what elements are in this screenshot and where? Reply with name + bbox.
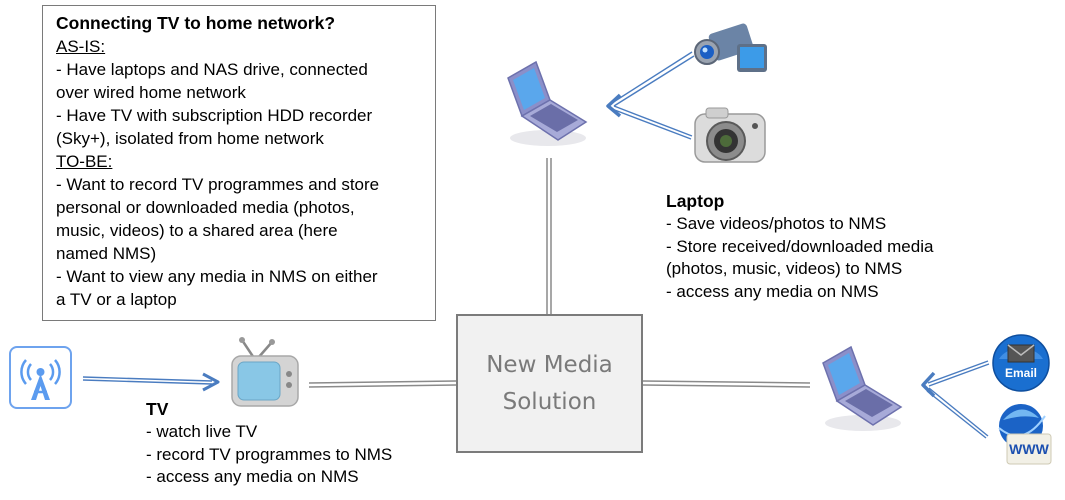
as-is-line: over wired home network	[56, 83, 246, 102]
www-globe-icon: WWW	[993, 400, 1055, 468]
camera-icon	[694, 107, 766, 163]
laptop-line: - Save videos/photos to NMS	[666, 214, 887, 233]
to-be-line: personal or downloaded media (photos,	[56, 198, 355, 217]
connector-hub-laptop-right	[642, 380, 811, 388]
www-label: WWW	[1009, 441, 1049, 457]
as-is-line: (Sky+), isolated from home network	[56, 129, 324, 148]
tv-icon	[231, 337, 299, 407]
arrow-email-to-laptop	[927, 360, 990, 387]
info-box-title: Connecting TV to home network?	[56, 13, 336, 33]
as-is-line: - Have TV with subscription HDD recorder	[56, 106, 373, 125]
to-be-line: a TV or a laptop	[56, 290, 177, 309]
laptop-title: Laptop	[666, 191, 725, 211]
tv-line: - watch live TV	[146, 422, 258, 441]
connector-tv-hub	[308, 380, 457, 388]
as-is-line: - Have laptops and NAS drive, connected	[56, 60, 368, 79]
hub-label-line2: Solution	[502, 388, 597, 415]
to-be-line: named NMS)	[56, 244, 157, 263]
as-is-heading: AS-IS:	[56, 37, 106, 56]
laptop-icon	[507, 60, 588, 146]
tv-line: - access any media on NMS	[146, 467, 359, 486]
tv-line: - record TV programmes to NMS	[146, 444, 393, 464]
arrow-antenna-to-tv	[82, 372, 220, 392]
connector-laptop-top-hub	[546, 158, 552, 314]
to-be-line: music, videos) to a shared area (here	[56, 221, 338, 240]
hub-label-line1: New Media	[486, 351, 613, 378]
email-label: Email	[1004, 366, 1037, 380]
laptop-line: (photos, music, videos) to NMS	[666, 259, 903, 278]
arrow-camera-to-laptop	[606, 93, 693, 140]
arrow-www-to-laptop	[921, 371, 989, 439]
info-box: Connecting TV to home network? AS-IS: - …	[42, 5, 436, 321]
to-be-line: - Want to record TV programmes and store	[56, 175, 380, 194]
arrow-camcorder-to-laptop	[611, 51, 695, 107]
broadcast-antenna-icon	[9, 346, 72, 409]
tv-title: TV	[146, 399, 169, 419]
laptop-icon	[822, 345, 903, 431]
new-media-solution-hub: New Media Solution	[456, 314, 643, 453]
laptop-line: - Store received/downloaded media	[666, 236, 934, 256]
laptop-line: - access any media on NMS	[666, 281, 879, 301]
camcorder-icon	[694, 23, 767, 72]
laptop-top-label: Laptop - Save videos/photos to NMS - Sto…	[666, 190, 933, 303]
to-be-line: - Want to view any media in NMS on eithe…	[56, 267, 378, 286]
email-icon: Email	[991, 333, 1051, 393]
tv-label: TV - watch live TV - record TV programme…	[146, 398, 392, 489]
to-be-heading: TO-BE:	[56, 152, 113, 171]
